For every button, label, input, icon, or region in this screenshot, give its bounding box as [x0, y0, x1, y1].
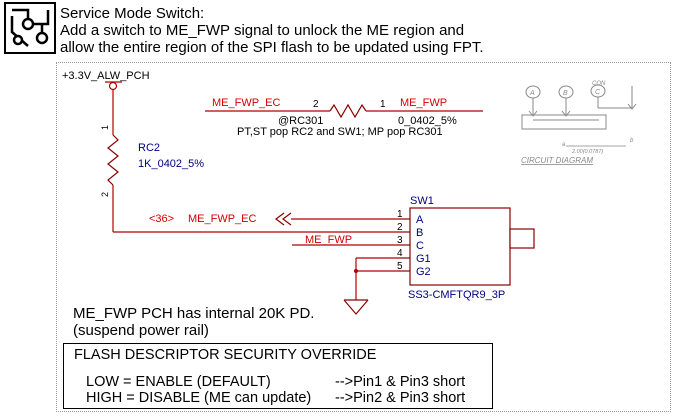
circuit-logo-icon — [4, 2, 56, 54]
sw1-pin-4-name: G1 — [416, 253, 431, 265]
rc301-population-note: PT,ST pop RC2 and SW1; MP pop RC301 — [237, 126, 443, 138]
pd-note: ME_FWP PCH has internal 20K PD. — [73, 305, 315, 322]
ground-icon — [343, 299, 369, 315]
sw1-pin-1-name: A — [416, 214, 424, 226]
override-row-high: HIGH = DISABLE (ME can update) -->Pin2 &… — [86, 390, 465, 406]
offpage-tag: <36> — [149, 213, 174, 225]
rc301-net-right-label: ME_FWP — [400, 97, 447, 109]
rc301-pin1-label: 1 — [380, 99, 386, 110]
sw1-pin-4-number: 4 — [397, 248, 403, 259]
diagram-dim-text: 2.00(0.0787) — [571, 149, 603, 155]
diagram-dim-a: a — [562, 142, 566, 148]
sw1-pins: 1 A 2 B 3 C 4 G1 5 G2 — [397, 209, 431, 278]
rc2-pin1-label: 1 — [100, 125, 110, 130]
header-description-line1: Add a switch to ME_FWP signal to unlock … — [60, 22, 465, 39]
circuit-diagram-illustration: A B C CON a b 2.00(0.0787) CIRCUIT DIAGR… — [521, 81, 637, 165]
override-row-low: LOW = ENABLE (DEFAULT) -->Pin1 & Pin3 sh… — [86, 374, 465, 390]
power-rail-symbol — [108, 81, 118, 91]
sw1-actuator — [509, 228, 535, 249]
sw1-pin-5-number: 5 — [397, 261, 403, 272]
sw1-pin-2-number: 2 — [397, 222, 403, 233]
power-rail-note: (suspend power rail) — [73, 322, 209, 339]
me-fwp-net-label: ME_FWP — [305, 234, 352, 246]
rc2-resistor-symbol — [107, 134, 119, 186]
offpage-arrow-inner-icon — [282, 212, 292, 226]
diagram-label-b: B — [563, 90, 568, 97]
rc301-value-label: 0_0402_5% — [398, 115, 457, 127]
sw1-pin-2-name: B — [416, 227, 423, 239]
header-description-line2: allow the entire region of the SPI flash… — [60, 39, 484, 56]
rc301-resistor-symbol — [329, 103, 367, 119]
sw1-part-label: SS3-CMFTQR9_3P — [408, 289, 505, 301]
override-row-low-setting: LOW = ENABLE (DEFAULT) — [86, 374, 271, 390]
rc2-value-label: 1K_0402_5% — [138, 158, 204, 170]
sw1-ref-label: SW1 — [410, 195, 434, 207]
override-row-high-setting: HIGH = DISABLE (ME can update) — [86, 390, 312, 406]
sw1-pin-3-number: 3 — [397, 235, 403, 246]
rc2-ref-label: RC2 — [138, 142, 160, 154]
power-rail-label: +3.3V_ALW_PCH — [62, 70, 150, 82]
override-table-title: FLASH DESCRIPTOR SECURITY OVERRIDE — [74, 347, 377, 363]
sw1-pin-1-number: 1 — [397, 209, 403, 220]
diagram-label-c: C — [595, 89, 601, 96]
override-table: FLASH DESCRIPTOR SECURITY OVERRIDE LOW =… — [63, 343, 493, 409]
diagram-label-con: CON — [592, 81, 606, 87]
offpage-arrow-outer-icon — [275, 212, 285, 226]
rc2-pin2-label: 2 — [100, 192, 110, 197]
sw1-pin-5-name: G2 — [416, 266, 431, 278]
rc301-pin2-label: 2 — [313, 99, 319, 110]
header-title: Service Mode Switch: — [60, 5, 205, 22]
sw1-pin-3-name: C — [416, 240, 424, 252]
offpage-net-label: ME_FWP_EC — [188, 213, 257, 225]
schematic-frame — [56, 62, 671, 412]
rc301-net-left-label: ME_FWP_EC — [212, 97, 281, 109]
override-row-low-result: -->Pin1 & Pin3 short — [335, 374, 466, 390]
diagram-label-a: A — [529, 90, 535, 97]
rc301-ref-label: @RC301 — [278, 115, 323, 127]
override-row-high-result: -->Pin2 & Pin3 short — [335, 390, 466, 406]
circuit-diagram-caption: CIRCUIT DIAGRAM — [521, 156, 593, 165]
diagram-dim-b: b — [630, 138, 634, 144]
